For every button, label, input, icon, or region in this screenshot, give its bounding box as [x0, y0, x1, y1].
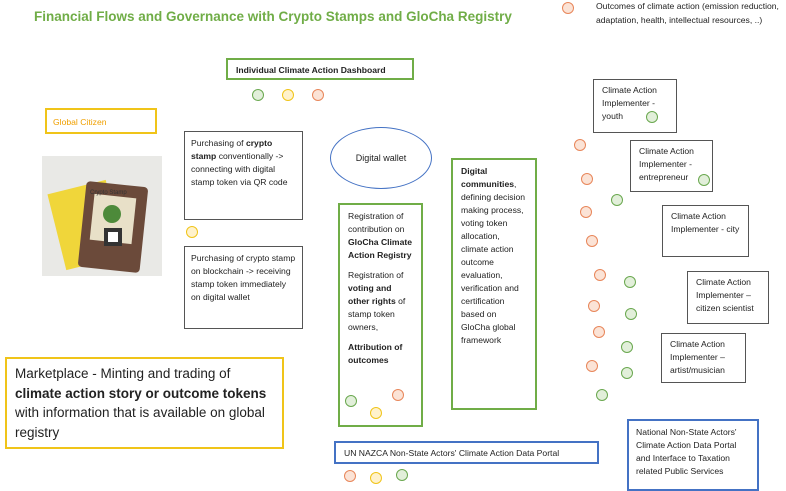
un-portal-box: UN NAZCA Non-State Actors' Climate Actio…: [334, 441, 599, 464]
purchase-conventional-pre: Purchasing of: [191, 138, 246, 148]
dashboard-box: Individual Climate Action Dashboard: [226, 58, 414, 80]
marketplace-pre: Marketplace - Minting and trading of: [15, 366, 231, 381]
registration-p1-bold: GloCha Climate Action Registry: [348, 237, 412, 260]
implementer-city: Climate Action Implementer - city: [662, 205, 749, 257]
crypto-stamp-photo: Crypto Stamp: [42, 156, 162, 276]
registration-p2: Registration of voting and other rights …: [348, 269, 413, 334]
registration-p2-pre: Registration of: [348, 270, 404, 280]
registration-box: Registration of contribution on GloCha C…: [338, 203, 423, 427]
outcome-dot-3: [611, 194, 623, 206]
global-citizen-box: Global Citizen: [45, 108, 157, 134]
digital-communities-box: Digital communities, defining decision m…: [451, 158, 537, 410]
citizen-yellow-dot: [186, 226, 198, 238]
registration-orange-dot: [392, 389, 404, 401]
purchase-blockchain-box: Purchasing of crypto stamp on blockchain…: [184, 246, 303, 329]
registration-p3-bold: Attribution of outcomes: [348, 342, 403, 365]
un-green-dot: [396, 469, 408, 481]
outcome-dot-2: [581, 173, 593, 185]
outcome-dot-4: [580, 206, 592, 218]
photo-stamp-text: Crypto Stamp: [90, 190, 127, 196]
implementer-citizen-scientist: Climate Action Implementer – citizen sci…: [687, 271, 769, 324]
dashboard-green-dot: [252, 89, 264, 101]
marketplace-bold: climate action story or outcome tokens: [15, 385, 267, 401]
legend-text: Outcomes of climate action (emission red…: [596, 1, 779, 25]
registration-p1-pre: Registration of contribution on: [348, 211, 405, 234]
page-title: Financial Flows and Governance with Cryp…: [34, 9, 512, 24]
outcome-dot-11: [621, 341, 633, 353]
dashboard-yellow-dot: [282, 89, 294, 101]
outcome-dot-10: [593, 326, 605, 338]
registration-p3: Attribution of outcomes: [348, 341, 413, 367]
purchase-conventional-post: conventionally -> connecting with digita…: [191, 151, 288, 187]
purchase-conventional-bold: crypto stamp: [191, 138, 273, 161]
un-yellow-dot: [370, 472, 382, 484]
outcome-dot-5: [586, 235, 598, 247]
communities-text: , defining decision making process, voti…: [461, 179, 526, 345]
legend-outcome-dot: [562, 2, 574, 14]
national-portal-box: National Non-State Actors' Climate Actio…: [627, 419, 759, 491]
implementer-artist: Climate Action Implementer – artist/musi…: [661, 333, 746, 383]
implementer-youth: Climate Action Implementer - youth: [593, 79, 677, 133]
outcome-dot-13: [621, 367, 633, 379]
entrepreneur-green-dot: [698, 174, 710, 186]
registration-p2-bold: voting and other rights: [348, 283, 396, 306]
digital-wallet-label: Digital wallet: [355, 153, 407, 163]
outcome-dot-7: [624, 276, 636, 288]
registration-p2-post: of stamp token owners,: [348, 296, 406, 332]
marketplace-post: with information that is available on gl…: [15, 405, 265, 440]
youth-green-dot: [646, 111, 658, 123]
communities-bold: Digital communities: [461, 166, 515, 189]
outcome-dot-9: [625, 308, 637, 320]
crypto-stamp-image: [47, 179, 148, 273]
marketplace-box: Marketplace - Minting and trading of cli…: [5, 357, 284, 449]
outcome-dot-12: [586, 360, 598, 372]
outcome-dot-6: [594, 269, 606, 281]
dashboard-orange-dot: [312, 89, 324, 101]
digital-wallet-ellipse: Digital wallet: [330, 127, 432, 189]
outcome-dot-1: [574, 139, 586, 151]
registration-p1: Registration of contribution on GloCha C…: [348, 210, 413, 262]
registration-green-dot: [345, 395, 357, 407]
registration-yellow-dot: [370, 407, 382, 419]
outcome-dot-8: [588, 300, 600, 312]
outcome-dot-14: [596, 389, 608, 401]
un-orange-dot: [344, 470, 356, 482]
purchase-conventional-box: Purchasing of crypto stamp conventionall…: [184, 131, 303, 220]
